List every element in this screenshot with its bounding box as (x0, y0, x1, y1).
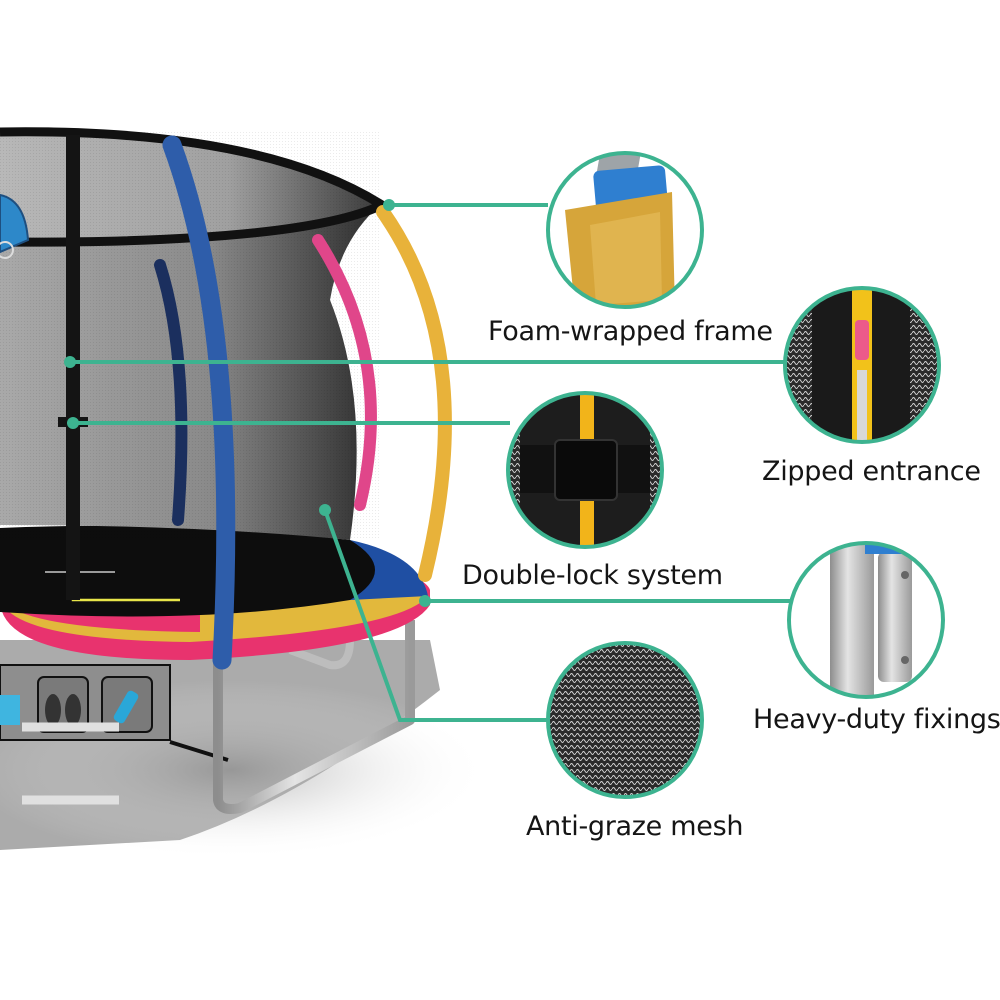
detail-zipped-entrance (783, 286, 941, 444)
label-anti-graze-mesh: Anti-graze mesh (526, 811, 744, 842)
detail-double-lock-system (506, 391, 664, 549)
label-heavy-duty-fixings: Heavy-duty fixings (753, 704, 1000, 735)
label-zipped-entrance: Zipped entrance (762, 456, 981, 487)
connector-lines (70, 203, 790, 722)
connector-mesh (323, 509, 549, 722)
detail-heavy-duty-fixings (787, 541, 945, 699)
label-foam-wrapped-frame: Foam-wrapped frame (488, 316, 773, 347)
label-double-lock-system: Double-lock system (462, 560, 723, 591)
trampoline-legs (17, 620, 415, 865)
safety-pad (0, 430, 430, 660)
connector-dots (64, 199, 431, 607)
enclosure-poles (154, 135, 452, 670)
detail-foam-wrapped-frame (546, 151, 704, 309)
detail-anti-graze-mesh (546, 641, 704, 799)
